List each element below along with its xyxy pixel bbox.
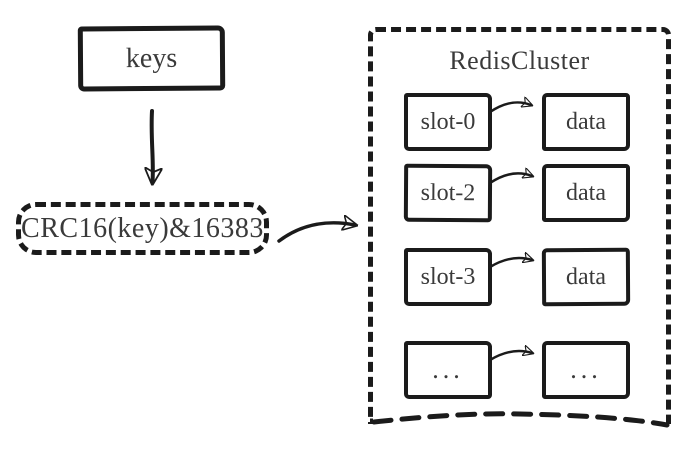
hash-to-cluster-arrow-icon [277,223,355,243]
slot-0-box: slot-0 [404,93,492,151]
slot-0-data-label: data [566,108,606,135]
keys-node: keys [77,25,226,92]
ellipsis-slot-box: ... [404,341,492,399]
slot-3-box: slot-3 [404,248,492,306]
slot-2-box: slot-2 [403,163,493,223]
slot-3-label: slot-3 [420,263,476,290]
ellipsis-data-label: ... [570,355,602,384]
slot-3-data-label: data [565,263,607,290]
ellipsis-slot-label: ... [432,355,464,384]
slot-2-label: slot-2 [420,179,476,206]
cluster-title: RedisCluster [449,46,590,75]
keys-to-hash-arrow-icon [152,109,153,182]
keys-label: keys [125,42,178,74]
crc16-hash-node: CRC16(key)&16383 [16,202,269,255]
slot-0-data-box: data [542,93,630,151]
crc16-hash-label: CRC16(key)&16383 [21,212,264,244]
redis-cluster-container: RedisCluster slot-0 data slot-2 data slo… [368,27,671,424]
slot-3-data-box: data [541,247,631,307]
slot-2-data-box: data [542,164,630,222]
slot-2-data-label: data [566,179,606,206]
ellipsis-data-box: ... [542,341,630,399]
slot-0-label: slot-0 [420,108,476,135]
